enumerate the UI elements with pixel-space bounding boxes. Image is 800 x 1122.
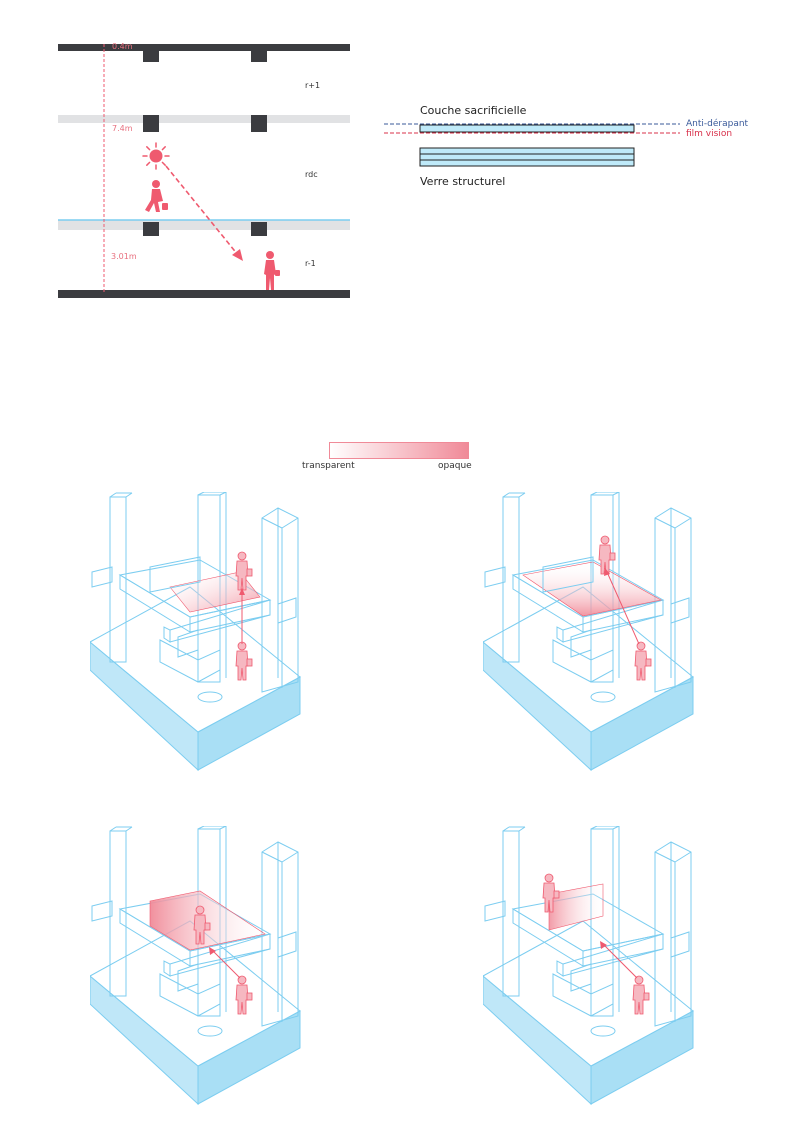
legend-vision-film: film vision	[686, 129, 733, 139]
beam	[251, 51, 267, 62]
arrow-head-icon	[600, 941, 607, 949]
structural-glass-2	[419, 153, 635, 161]
level-label-rdc: rdc	[305, 170, 318, 179]
opaque-glass-box	[542, 556, 594, 593]
structural-glass-title: Verre structurel	[420, 175, 506, 188]
structural-glass-1	[419, 147, 635, 155]
beam	[251, 222, 267, 236]
opaque-glass-zone	[169, 571, 261, 613]
opaque-glass-zone	[149, 890, 266, 951]
structural-glass-3	[419, 159, 635, 167]
axonometric-scenario-1	[90, 492, 301, 771]
beam	[143, 51, 159, 62]
opaque-glass-zone	[548, 883, 604, 931]
opaque-label: opaque	[438, 461, 472, 471]
sight-line	[602, 943, 638, 979]
ground-slab	[58, 290, 350, 298]
axonometric-scenario-3	[90, 826, 301, 1105]
sacrificial-glass-layer	[419, 124, 635, 133]
opaque-glass-zone	[522, 561, 662, 617]
arrow-head-icon	[604, 568, 610, 576]
dimension-label-bottom: 3.01m	[111, 252, 137, 261]
sacrificial-layer-title: Couche sacrificielle	[420, 104, 527, 117]
glass-layers-diagram	[384, 123, 680, 167]
axonometric-scenario-4	[483, 826, 694, 1105]
floor-slab-upper	[58, 115, 350, 123]
arrow-head-icon	[209, 947, 216, 955]
legend-anti-slip: Anti-dérapant	[686, 119, 749, 129]
opacity-gradient-bar	[329, 442, 469, 459]
dimension-label-top: 0.4m	[112, 42, 133, 51]
level-label-r-minus-1: r-1	[305, 259, 316, 268]
arrow-head-icon	[239, 588, 245, 595]
sun-icon	[142, 142, 170, 170]
sight-line	[211, 949, 241, 979]
dimension-label-middle: 7.4m	[112, 124, 133, 133]
standing-person-icon	[264, 251, 280, 290]
glass-floor-slab	[58, 220, 350, 230]
sight-line	[606, 571, 640, 645]
level-label-r-plus-1: r+1	[305, 81, 321, 90]
beam	[251, 115, 267, 132]
building-section	[58, 44, 350, 298]
transparent-label: transparent	[302, 461, 355, 471]
beam	[143, 222, 159, 236]
opaque-glass-box	[149, 556, 201, 593]
sight-line-arrow	[165, 165, 239, 256]
beam	[143, 115, 159, 132]
axonometric-scenario-2	[483, 492, 694, 771]
walking-person-icon	[145, 180, 168, 212]
roof-slab	[58, 44, 350, 51]
arrow-head-icon	[232, 249, 243, 261]
